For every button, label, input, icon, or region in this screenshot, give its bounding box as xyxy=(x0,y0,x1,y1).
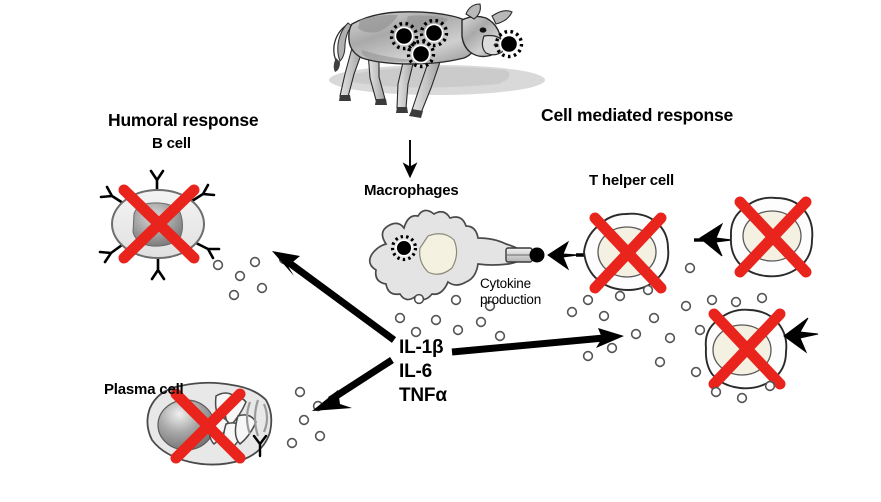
plasma-cell-golgi xyxy=(245,399,269,437)
label-b-cell: B cell xyxy=(152,135,191,152)
t-helper-cell-1-illustration xyxy=(547,212,670,294)
calf-hoof-1 xyxy=(339,95,351,101)
label-plasma-cell: Plasma cell xyxy=(104,381,184,398)
virus-particle xyxy=(406,39,436,69)
macrophage-illustration xyxy=(368,209,545,305)
macrophage-nucleus xyxy=(419,233,458,275)
label-cytokine-production-line2: production xyxy=(480,292,542,307)
t-helper-cell-3-illustration xyxy=(704,308,819,390)
calf-eye xyxy=(479,27,487,33)
infected-calf-illustration xyxy=(329,3,545,118)
antigen-ball xyxy=(529,247,545,263)
virus-particle xyxy=(494,29,524,59)
calf-tail xyxy=(333,23,349,63)
suppression-x-t-cell-2 xyxy=(734,196,812,278)
calf-tail-tuft xyxy=(333,58,340,72)
suppression-x-t-cell-1 xyxy=(589,212,667,294)
calf-hoof-2 xyxy=(375,99,387,105)
calf-tail-body xyxy=(337,22,353,62)
heading-humoral-response: Humoral response xyxy=(108,110,259,130)
suppression-x-b-cell xyxy=(118,184,200,264)
t-helper-cell-2-illustration xyxy=(694,196,814,278)
suppression-x-plasma-cell xyxy=(170,388,246,464)
arrow-cytokine-to-b-cell xyxy=(272,251,397,343)
virus-particle xyxy=(419,18,449,48)
calf-patch-3 xyxy=(361,50,414,62)
calf-ear-left xyxy=(465,3,481,20)
calf-hoof-3 xyxy=(396,107,408,113)
b-cell-illustration xyxy=(98,169,221,281)
arrow-cytokine-to-plasma-cell xyxy=(312,357,394,411)
t-cell-receptor-3 xyxy=(783,317,819,354)
suppression-x-t-cell-3 xyxy=(708,308,786,390)
calf-ear-right xyxy=(491,10,513,25)
arrow-cytokine-to-t-cells xyxy=(451,328,624,356)
calf-patch-1 xyxy=(358,14,398,33)
plasma-cell-illustration xyxy=(146,381,273,466)
cytokine-label-3: TNFα xyxy=(399,385,447,406)
plasma-cell-antibody xyxy=(252,434,268,458)
calf-hoof-4 xyxy=(409,109,423,118)
label-macrophages: Macrophages xyxy=(364,182,459,199)
label-cytokine-production-line1: Cytokine xyxy=(480,276,531,291)
t-cell-receptor-1 xyxy=(547,240,579,271)
macrophage-pseudopod-tip xyxy=(413,293,425,305)
cytokine-label-2: IL-6 xyxy=(399,361,432,382)
virus-particle-engulfed xyxy=(390,234,418,262)
label-t-helper-cell: T helper cell xyxy=(589,172,674,189)
heading-cell-mediated-response: Cell mediated response xyxy=(541,105,734,125)
virus-particle xyxy=(389,21,419,51)
cytokine-molecules xyxy=(212,253,776,449)
b-cell-receptors xyxy=(98,169,221,281)
cytokine-label-1: IL-1β xyxy=(399,337,444,358)
